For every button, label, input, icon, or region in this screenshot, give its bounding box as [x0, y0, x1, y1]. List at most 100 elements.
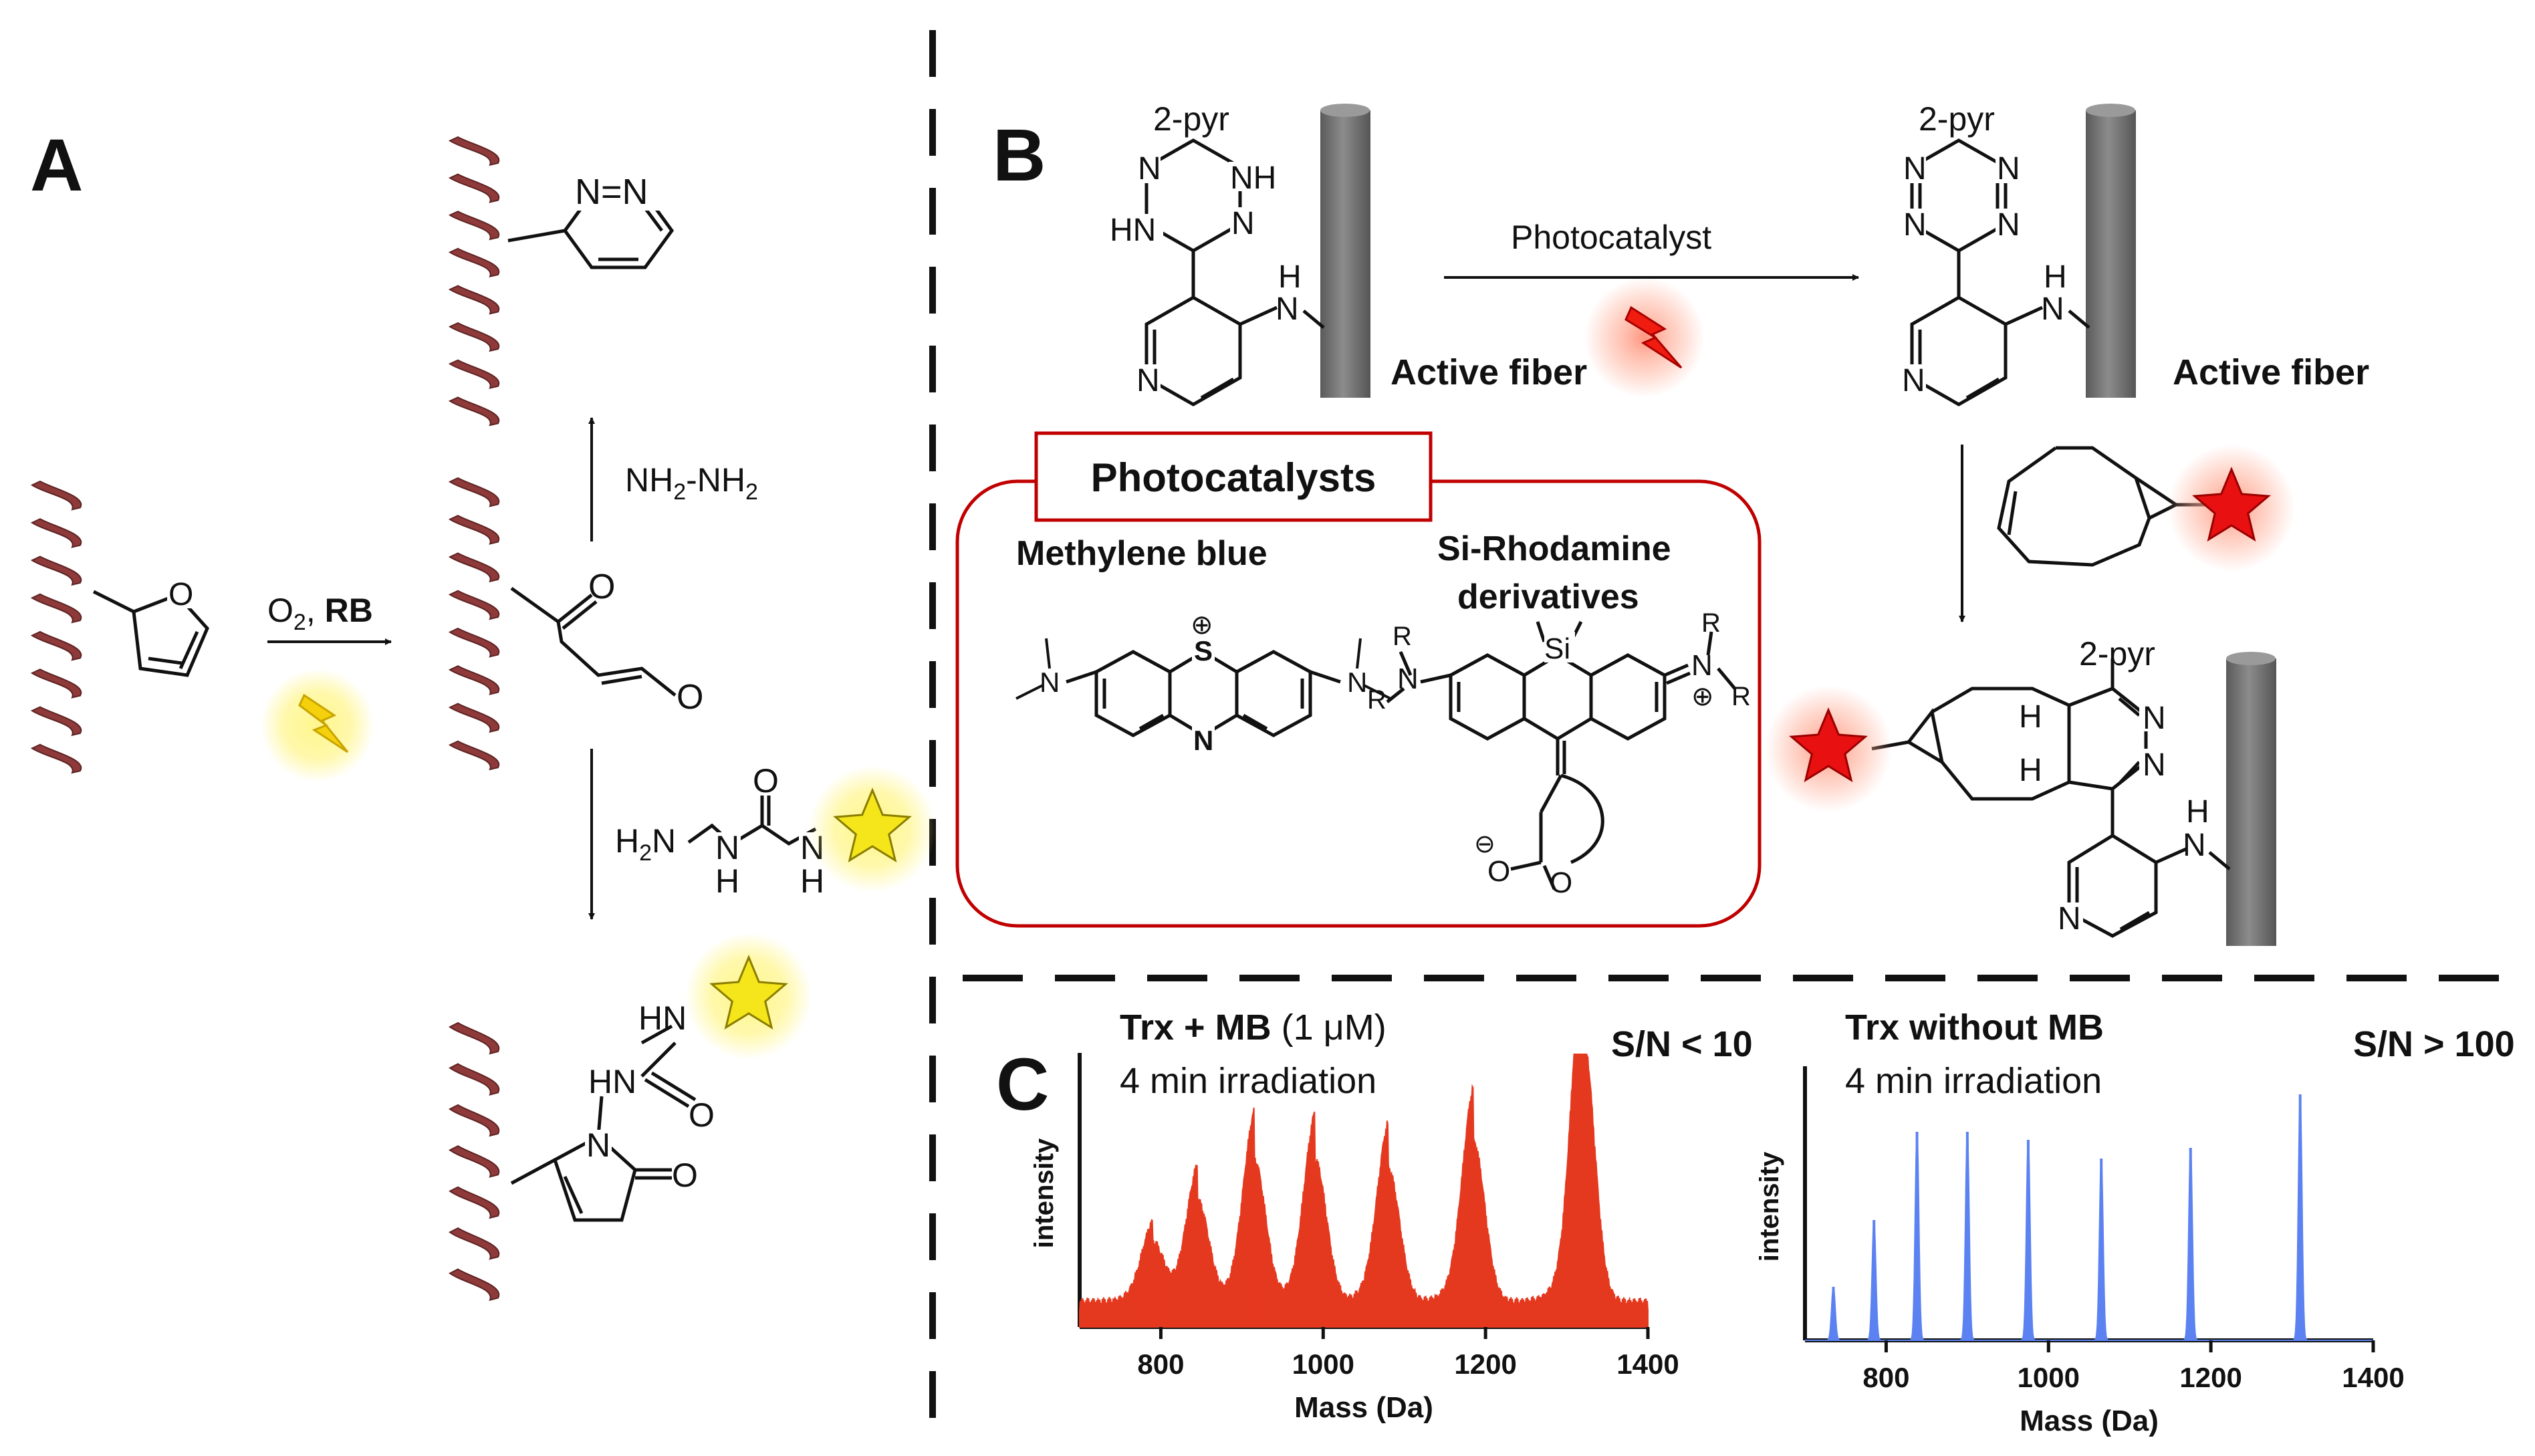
probe-nh-1-h: H	[715, 862, 739, 900]
si-atom: Si	[1544, 632, 1570, 665]
x-tick-label: 1000	[1292, 1348, 1354, 1380]
sir-r-2: R	[1367, 685, 1386, 715]
svg-text:N: N	[2041, 291, 2064, 327]
svg-text:N: N	[1138, 151, 1161, 187]
svg-text:N: N	[1902, 363, 1925, 398]
sir-r-4: R	[1731, 682, 1751, 711]
protein-helix	[448, 136, 500, 427]
arrow-label-photocatalyst: Photocatalyst	[1511, 219, 1711, 256]
probe-nh-2-h: H	[800, 862, 824, 900]
semicarbazide-probe: H2N O N H N H	[615, 762, 826, 900]
product-hn-1: HN	[588, 1063, 636, 1100]
svg-text:N: N	[2143, 747, 2166, 783]
mb-plus: ⊕	[1191, 610, 1213, 640]
pyrrolinone-oxygen: O	[672, 1157, 698, 1194]
pyrrolinone-nitrogen: N	[586, 1126, 610, 1164]
photocatalysts-title: Photocatalysts	[1091, 455, 1376, 500]
left-spectrum-subtitle: 4 min irradiation	[1120, 1061, 1376, 1101]
furan-oxygen: O	[168, 577, 193, 612]
svg-text:N: N	[1231, 206, 1255, 241]
pyrrolinone-product	[510, 1024, 697, 1222]
enone-oxygen-1: O	[588, 568, 615, 606]
svg-text:N: N	[2183, 828, 2206, 863]
protein-helices	[30, 136, 500, 1302]
x-tick-label: 800	[1137, 1348, 1184, 1380]
pyridazine-nitrogens: N=N	[575, 172, 648, 212]
x-tick-label: 1200	[2179, 1362, 2242, 1393]
x-tick-label: 1400	[1616, 1348, 1679, 1380]
methylene-blue-structure	[1066, 650, 1341, 737]
si-rhodamine-structure	[1386, 620, 1736, 890]
x-tick-label: 1000	[2018, 1362, 2080, 1393]
svg-text:HN: HN	[1110, 213, 1156, 248]
enedione-structure	[510, 586, 677, 697]
probe-h2n: H2N	[615, 822, 676, 866]
left-spectrum-title: Trx + MB (1 μM)	[1120, 1007, 1386, 1048]
product-hn-2: HN	[638, 999, 687, 1037]
panel-label-b: B	[993, 114, 1046, 197]
x-tick-label: 1200	[1454, 1348, 1516, 1380]
svg-text:N: N	[1997, 151, 2020, 187]
y-axis-label: intensity	[1030, 1138, 1059, 1248]
sir-n-right: N	[1691, 649, 1713, 682]
svg-text:N: N	[1276, 291, 1299, 327]
sir-r-3: R	[1701, 608, 1721, 638]
reagent-hydrazine: NH2-NH2	[625, 461, 758, 505]
panel-label-c: C	[996, 1044, 1049, 1126]
catalyst-si-rhodamine-line2: derivatives	[1457, 578, 1639, 616]
sir-o-1: O	[1487, 855, 1510, 888]
active-fiber-product	[2226, 652, 2276, 946]
catalyst-si-rhodamine-line1: Si-Rhodamine	[1437, 529, 1671, 568]
left-spectrum-sn: S/N < 10	[1611, 1024, 1753, 1064]
lightning-bolt-icon	[261, 669, 374, 782]
reagent-o2: O2, RB	[267, 592, 373, 635]
protein-helix	[448, 477, 500, 771]
star-icon	[809, 765, 936, 892]
mb-n-right: N	[1347, 666, 1367, 698]
click-product-structure	[1871, 658, 2231, 938]
svg-text:N: N	[2143, 701, 2166, 736]
x-axis-label: Mass (Da)	[2020, 1405, 2159, 1437]
x-tick-label: 800	[1862, 1362, 1909, 1393]
svg-text:H: H	[1278, 259, 1302, 295]
svg-text:H: H	[2186, 794, 2209, 830]
sir-minus: ⊖	[1474, 830, 1495, 858]
product-h-2: H	[2019, 753, 2042, 788]
sir-n-left: N	[1397, 662, 1419, 695]
active-fiber-left	[1320, 104, 1370, 398]
svg-text:H: H	[2044, 259, 2067, 295]
protein-helix	[30, 480, 82, 774]
methylene-blue-methyls	[1015, 638, 1391, 700]
substituent-2pyr-right: 2-pyr	[1919, 100, 1995, 138]
svg-text:N: N	[1997, 207, 2020, 243]
mb-n-left: N	[1040, 666, 1060, 698]
active-fiber-right	[2086, 104, 2136, 398]
product-h-1: H	[2019, 699, 2042, 735]
lightning-bolt-icon	[1584, 277, 1705, 398]
right-spectrum-title: Trx without MB	[1845, 1007, 2104, 1048]
probe-nh-1: N	[715, 829, 739, 866]
fiber-label-right: Active fiber	[2173, 352, 2369, 392]
photocatalysts-title-box	[1034, 431, 1433, 522]
panel-label-a: A	[30, 124, 83, 207]
substituent-2pyr-product: 2-pyr	[2079, 635, 2155, 673]
mb-sulfur: S	[1194, 635, 1213, 666]
product-carbonyl-o: O	[689, 1096, 715, 1134]
right-spectrum-subtitle: 4 min irradiation	[1845, 1061, 2102, 1101]
svg-text:N: N	[1903, 207, 1927, 243]
probe-carbonyl-o: O	[753, 762, 779, 800]
catalyst-methylene-blue: Methylene blue	[1016, 534, 1268, 573]
mb-nitrogen: N	[1193, 725, 1213, 756]
enone-oxygen-2: O	[677, 678, 703, 717]
sir-r-1: R	[1393, 622, 1412, 651]
sir-plus: ⊕	[1691, 682, 1714, 711]
x-axis-label: Mass (Da)	[1294, 1391, 1433, 1424]
substituent-2pyr-left: 2-pyr	[1153, 100, 1229, 138]
star-icon	[2168, 445, 2295, 572]
svg-text:N: N	[2058, 901, 2081, 937]
spectrum-trace	[1805, 1095, 2373, 1341]
sir-o-2: O	[1550, 866, 1572, 899]
